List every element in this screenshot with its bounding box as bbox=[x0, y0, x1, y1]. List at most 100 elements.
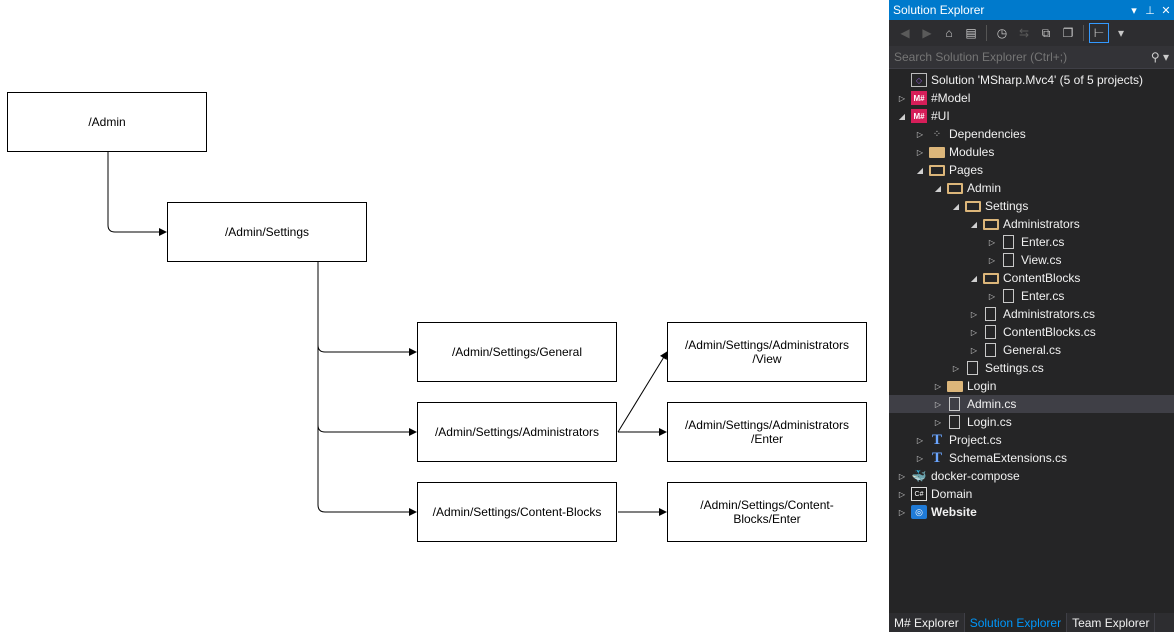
panel-title: Solution Explorer bbox=[893, 3, 985, 17]
tree-item[interactable]: ◇Solution 'MSharp.Mvc4' (5 of 5 projects… bbox=[889, 71, 1174, 89]
collapsed-arrow-icon[interactable]: ▷ bbox=[988, 291, 996, 301]
file-icon bbox=[967, 361, 978, 375]
tab-solution-explorer[interactable]: Solution Explorer bbox=[964, 613, 1068, 632]
sync-icon[interactable]: ⇆ bbox=[1018, 26, 1030, 40]
switch-views-icon[interactable]: ▤ bbox=[965, 26, 977, 40]
folder-icon bbox=[947, 380, 963, 392]
tree-item[interactable]: ▷🐳docker-compose bbox=[889, 467, 1174, 485]
tab-msharp-explorer[interactable]: M# Explorer bbox=[889, 613, 965, 632]
tree-item[interactable]: ▷ ContentBlocks.cs bbox=[889, 323, 1174, 341]
collapsed-arrow-icon[interactable]: ▷ bbox=[988, 237, 996, 247]
collapsed-arrow-icon[interactable]: ▷ bbox=[916, 147, 924, 157]
file-icon bbox=[985, 325, 996, 339]
node-settings-general: /Admin/Settings/General bbox=[417, 322, 617, 382]
node-settings-content-blocks: /Admin/Settings/Content-Blocks bbox=[417, 482, 617, 542]
tree-item[interactable]: ▷View.cs bbox=[889, 251, 1174, 269]
tree-item[interactable]: ▷ Login bbox=[889, 377, 1174, 395]
collapsed-arrow-icon[interactable]: ▷ bbox=[970, 345, 978, 355]
tree-item-label: Administrators.cs bbox=[1003, 307, 1096, 321]
collapsed-arrow-icon[interactable]: ▷ bbox=[916, 453, 924, 463]
file-icon bbox=[1003, 289, 1014, 303]
solution-explorer-titlebar: Solution Explorer ▾ ⊥ ✕ bbox=[889, 0, 1174, 20]
collapse-all-icon[interactable]: ⧉ bbox=[1041, 25, 1051, 40]
folder-open-icon bbox=[983, 218, 999, 230]
folder-open-icon bbox=[983, 272, 999, 284]
pending-changes-icon[interactable]: ◷ bbox=[996, 26, 1008, 40]
tree-item-label: ContentBlocks bbox=[1003, 271, 1081, 285]
file-icon bbox=[1003, 253, 1014, 267]
tree-item[interactable]: ▷General.cs bbox=[889, 341, 1174, 359]
collapsed-arrow-icon[interactable]: ▷ bbox=[934, 381, 942, 391]
tree-item[interactable]: ▷M##Model bbox=[889, 89, 1174, 107]
diagram-connectors bbox=[107, 152, 668, 516]
collapsed-arrow-icon[interactable]: ▷ bbox=[970, 309, 978, 319]
tree-item[interactable]: ◢M##UI bbox=[889, 107, 1174, 125]
show-all-files-icon[interactable]: ❐ bbox=[1062, 26, 1074, 40]
tree-item-label: ContentBlocks.cs bbox=[1003, 325, 1096, 339]
node-content-blocks-enter: /Admin/Settings/Content- Blocks/Enter bbox=[667, 482, 867, 542]
back-icon[interactable]: ◀ bbox=[900, 26, 910, 40]
expanded-arrow-icon[interactable]: ◢ bbox=[952, 201, 960, 211]
tree-item-label: Dependencies bbox=[949, 127, 1026, 141]
collapsed-arrow-icon[interactable]: ▷ bbox=[934, 417, 942, 427]
tab-team-explorer[interactable]: Team Explorer bbox=[1067, 613, 1156, 632]
collapsed-arrow-icon[interactable]: ▷ bbox=[898, 471, 906, 481]
expanded-arrow-icon[interactable]: ◢ bbox=[898, 111, 906, 121]
tree-item[interactable]: ▷ Administrators.cs bbox=[889, 305, 1174, 323]
collapsed-arrow-icon[interactable]: ▷ bbox=[970, 327, 978, 337]
preview-selected-icon[interactable]: ⊢ bbox=[1089, 23, 1109, 43]
tree-item-label: Login.cs bbox=[967, 415, 1012, 429]
collapsed-arrow-icon[interactable]: ▷ bbox=[916, 129, 924, 139]
tree-item-label: Domain bbox=[931, 487, 973, 501]
search-input[interactable] bbox=[894, 50, 1146, 64]
file-icon bbox=[1003, 235, 1014, 249]
expanded-arrow-icon[interactable]: ◢ bbox=[916, 165, 924, 175]
collapsed-arrow-icon[interactable]: ▷ bbox=[988, 255, 996, 265]
tree-item[interactable]: ▷ T SchemaExtensions.cs bbox=[889, 449, 1174, 467]
auto-hide-pin-icon[interactable]: ⊥ bbox=[1145, 4, 1155, 17]
tree-item[interactable]: ▷ Modules bbox=[889, 143, 1174, 161]
tree-item[interactable]: ◢Settings bbox=[889, 197, 1174, 215]
tree-item-label: Modules bbox=[949, 145, 995, 159]
collapsed-arrow-icon[interactable]: ▷ bbox=[916, 435, 924, 445]
connector-settings-general bbox=[317, 262, 417, 356]
connector-administrators-view bbox=[617, 351, 668, 433]
tree-item[interactable]: ▷Settings.cs bbox=[889, 359, 1174, 377]
tree-item[interactable]: ◢Administrators bbox=[889, 215, 1174, 233]
tree-item[interactable]: ◢ ContentBlocks bbox=[889, 269, 1174, 287]
tree-item-label: Enter.cs bbox=[1021, 289, 1065, 303]
msharp-icon: M# bbox=[911, 109, 927, 123]
window-position-dropdown-icon[interactable]: ▾ bbox=[1131, 4, 1137, 17]
tree-item[interactable]: ◢Pages bbox=[889, 161, 1174, 179]
forward-icon[interactable]: ▶ bbox=[922, 26, 932, 40]
tree-item-label: SchemaExtensions.cs bbox=[949, 451, 1068, 465]
tree-item[interactable]: ▷Enter.cs bbox=[889, 233, 1174, 251]
collapsed-arrow-icon[interactable]: ▷ bbox=[934, 399, 942, 409]
expanded-arrow-icon[interactable]: ◢ bbox=[970, 219, 978, 229]
home-icon[interactable]: ⌂ bbox=[945, 26, 953, 40]
search-icon[interactable]: ⚲ ▾ bbox=[1150, 50, 1170, 64]
close-icon[interactable]: ✕ bbox=[1161, 4, 1171, 17]
collapsed-arrow-icon[interactable]: ▷ bbox=[898, 489, 906, 499]
expanded-arrow-icon[interactable]: ◢ bbox=[934, 183, 942, 193]
toolbar-separator bbox=[986, 25, 987, 41]
solution-explorer-search: ⚲ ▾ bbox=[889, 46, 1174, 69]
collapsed-arrow-icon[interactable]: ▷ bbox=[952, 363, 960, 373]
folder-icon bbox=[929, 146, 945, 158]
collapsed-arrow-icon[interactable]: ▷ bbox=[898, 93, 906, 103]
file-icon bbox=[949, 397, 960, 411]
tree-item[interactable]: ▷Admin.cs bbox=[889, 395, 1174, 413]
toolbar-dropdown-icon[interactable]: ▾ bbox=[1117, 26, 1125, 40]
tree-item[interactable]: ▷ Enter.cs bbox=[889, 287, 1174, 305]
tree-item-label: Login bbox=[967, 379, 997, 393]
tree-item-label: Admin bbox=[967, 181, 1002, 195]
tree-item[interactable]: ◢ Admin bbox=[889, 179, 1174, 197]
t-template-icon: T bbox=[931, 449, 942, 466]
tree-item[interactable]: ▷C#Domain bbox=[889, 485, 1174, 503]
tree-item[interactable]: ▷ Login.cs bbox=[889, 413, 1174, 431]
expanded-arrow-icon[interactable]: ◢ bbox=[970, 273, 978, 283]
collapsed-arrow-icon[interactable]: ▷ bbox=[898, 507, 906, 517]
tree-item[interactable]: ▷⁘Dependencies bbox=[889, 125, 1174, 143]
tree-item[interactable]: ▷◎Website bbox=[889, 503, 1174, 521]
